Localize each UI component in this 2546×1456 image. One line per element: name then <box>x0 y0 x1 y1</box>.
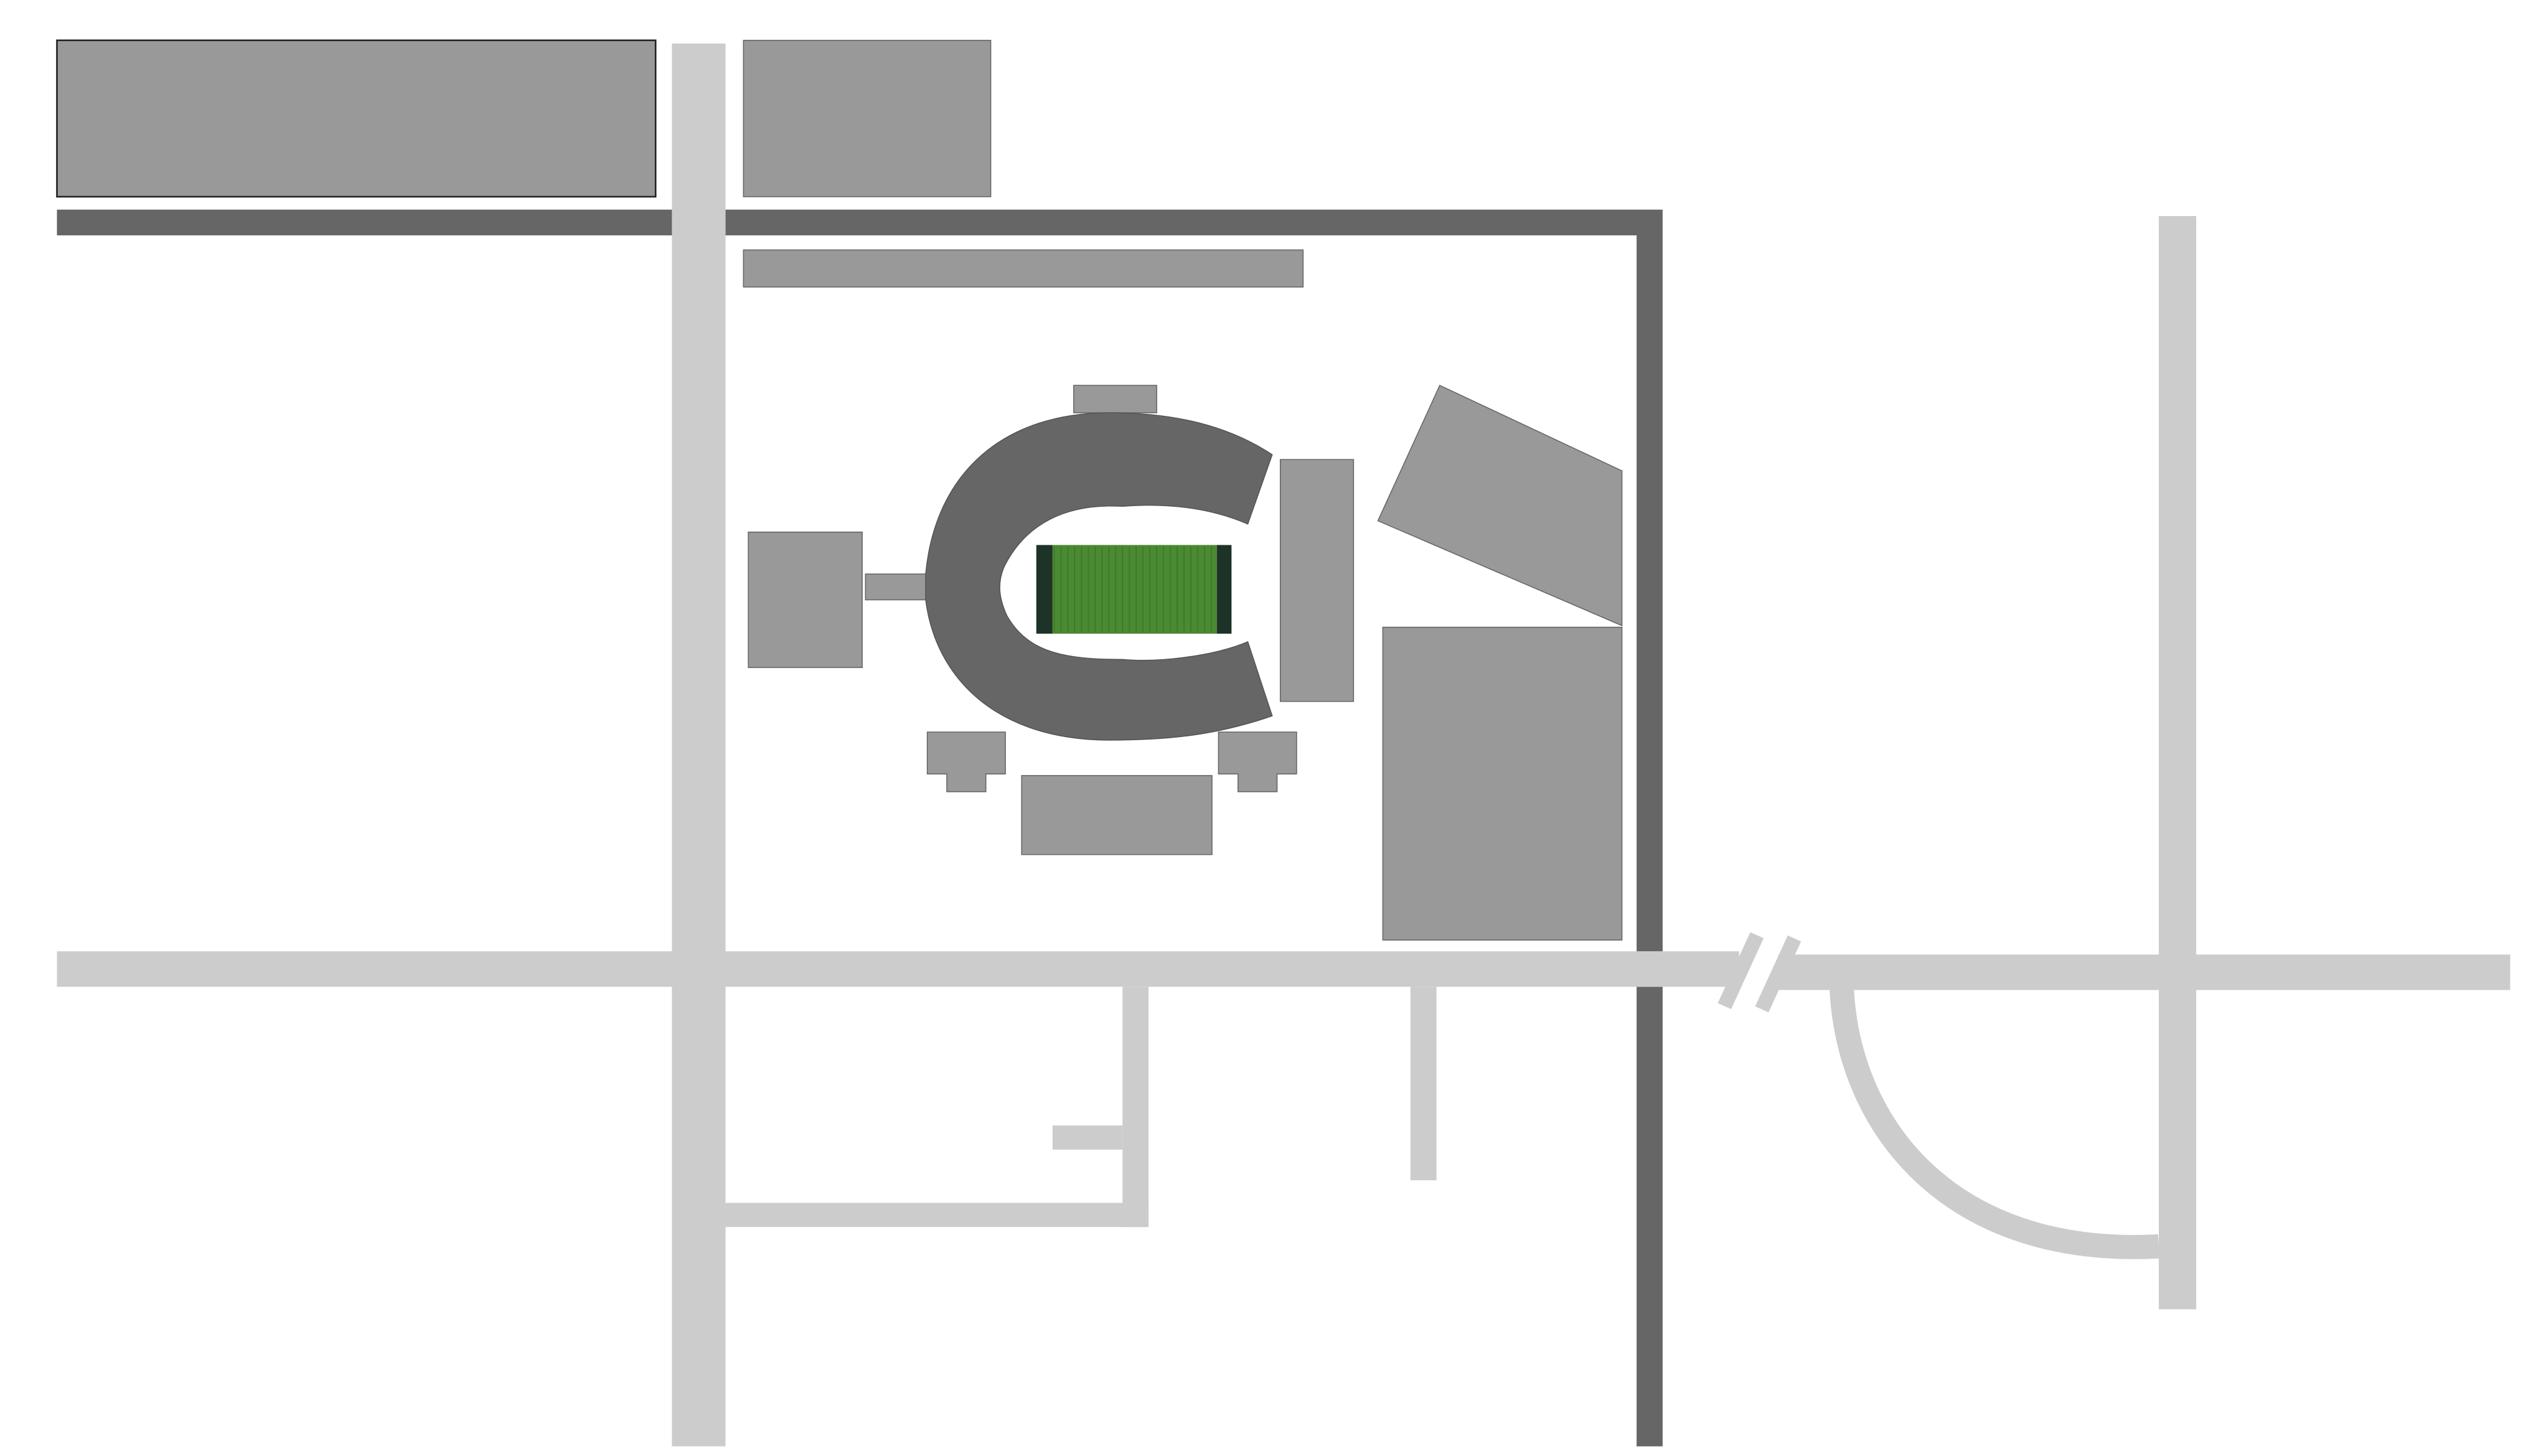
road-loop-vertical <box>1122 987 1149 1228</box>
building-north <box>743 39 992 197</box>
end-zone-east <box>1216 545 1232 634</box>
end-zone-west <box>1036 545 1053 634</box>
rail-road-crossing <box>1637 951 1663 987</box>
building-southeast-large <box>1382 626 1623 941</box>
bridge-rail-south <box>1755 935 1801 1013</box>
building-west-connector <box>865 573 928 601</box>
road-vertical-east <box>2159 216 2197 1310</box>
road-curved-ramp <box>1829 986 2160 1259</box>
stadium-bowl <box>925 412 1273 741</box>
building-east-tall <box>1279 459 1355 702</box>
buildings <box>56 39 1623 941</box>
building-east-angled <box>1377 385 1623 627</box>
road-network <box>57 43 2511 1447</box>
road-main-horizontal-west <box>57 951 1739 987</box>
road-spur-west <box>1052 1125 1123 1150</box>
road-main-horizontal-east <box>1778 954 2511 990</box>
bridge-rail-north <box>1717 932 1764 1010</box>
rail-line <box>57 209 1663 1447</box>
road-loop-horizontal <box>725 1203 1149 1228</box>
building-stadium-north <box>1073 385 1157 413</box>
building-long-north <box>743 249 1304 288</box>
field-yard-lines <box>1053 547 1212 632</box>
bridge <box>1717 932 1801 1013</box>
road-spur-south <box>1410 987 1437 1181</box>
field-turf <box>1052 545 1217 634</box>
building-south-left <box>926 731 1006 792</box>
building-northwest <box>56 39 657 198</box>
football-field <box>1036 545 1232 634</box>
building-south-right <box>1218 731 1297 792</box>
building-west <box>748 532 863 669</box>
road-main-vertical-west <box>672 43 726 1447</box>
building-south-center <box>1021 775 1213 855</box>
